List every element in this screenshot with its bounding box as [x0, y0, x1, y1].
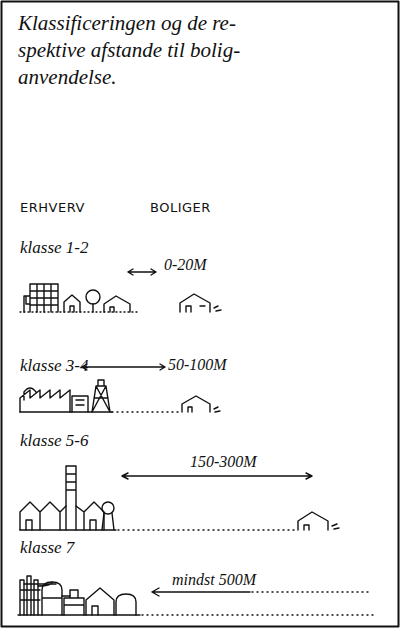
- office-building: [24, 284, 58, 312]
- distance-arrow: [82, 364, 165, 370]
- class-label: klasse 5-6: [20, 431, 88, 451]
- distance-arrow: [128, 269, 156, 275]
- tree-trunk: [92, 304, 93, 312]
- ground-line: [18, 614, 140, 615]
- dwelling-house: [180, 294, 221, 312]
- distance-label: mindst 500M: [172, 570, 256, 589]
- class-label: klasse 7: [20, 538, 74, 558]
- dwelling-house: [182, 396, 220, 412]
- distance-label: 0-20M: [164, 255, 207, 274]
- column-header: ERHVERV: [20, 200, 85, 216]
- class-label: klasse 3-4: [20, 356, 88, 376]
- shed-doors: [26, 520, 96, 530]
- sawtooth-factory: [20, 388, 70, 412]
- dotted-ground: [112, 411, 178, 412]
- domed-tank: [116, 594, 136, 615]
- factory-sheds: [20, 502, 104, 530]
- tree: [86, 290, 100, 304]
- ground-line: [20, 311, 140, 312]
- distance-arrow: [122, 473, 312, 479]
- distance-arrow: [152, 588, 250, 596]
- dwelling-house: [298, 512, 339, 530]
- plant-hall: [86, 588, 114, 615]
- storage-tank: [42, 582, 62, 615]
- ground-line: [20, 529, 116, 530]
- distance-label: 150-300M: [190, 452, 257, 471]
- plant-building: [64, 590, 84, 615]
- dotted-extension: [252, 591, 372, 592]
- factory-hall: [72, 396, 88, 412]
- process-columns: [20, 576, 40, 615]
- class-label: klasse 1-2: [20, 238, 88, 258]
- water-tower-legs: [102, 513, 114, 530]
- distance-label: 50-100M: [168, 355, 227, 374]
- small-house: [64, 295, 80, 312]
- pipes: [24, 582, 70, 596]
- column-header: BOLIGER: [150, 200, 211, 216]
- dotted-ground: [142, 614, 374, 615]
- water-tower: [102, 502, 114, 514]
- chimney: [66, 466, 76, 530]
- lattice-tower: [92, 380, 110, 412]
- dotted-ground: [118, 529, 296, 530]
- diagram-title: Klassificeringen og de re- spektive afst…: [18, 10, 286, 91]
- house: [104, 296, 130, 312]
- ground-line: [20, 411, 112, 412]
